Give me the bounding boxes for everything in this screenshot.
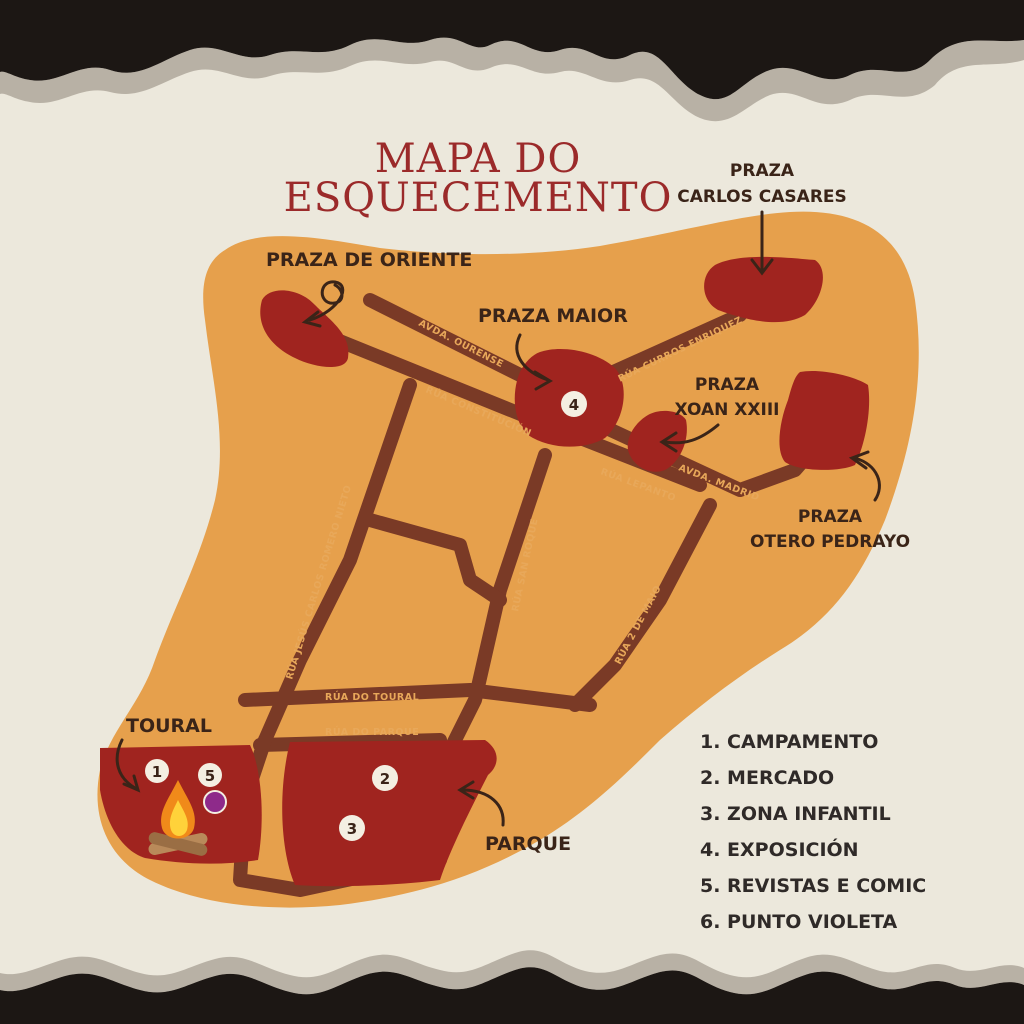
title-line-2: ESQUECEMENTO [284, 175, 673, 221]
label-parque: PARQUE [485, 833, 571, 855]
label-xoan-1: PRAZA [695, 375, 760, 395]
legend-item-3: 3. ZONA INFANTIL [700, 803, 891, 825]
arrow-toural [115, 738, 137, 790]
marker-5-circle [198, 763, 222, 787]
markers: 1 5 2 3 4 [145, 391, 587, 841]
label-carlos-casares-2: CARLOS CASARES [677, 187, 847, 207]
street-do-toural [238, 683, 597, 712]
marker-3-number: 3 [347, 820, 357, 838]
marker-3-circle [339, 815, 365, 841]
label-otero-2: OTERO PEDRAYO [750, 532, 910, 552]
title-line-1: MAPA DO [375, 136, 582, 182]
arrowhead-oriente [301, 310, 322, 328]
label-praza-maior: PRAZA MAIOR [478, 305, 628, 327]
map-title: MAPA DO ESQUECEMENTO [284, 136, 673, 221]
arrow-parque [460, 788, 505, 827]
arrowhead-toural [122, 774, 141, 793]
plaza-carlos-casares [704, 256, 823, 323]
place-labels: PRAZA DE ORIENTE PRAZA MAIOR PRAZA CARLO… [126, 161, 910, 855]
marker-4-circle [561, 391, 587, 417]
plaza-otero [779, 370, 870, 470]
arrowhead-carlos-casares [750, 258, 774, 276]
burnt-edge-top [0, 0, 1024, 100]
street-avda-ourense [363, 293, 547, 392]
legend-item-1: 1. CAMPAMENTO [700, 731, 878, 753]
label-otero-1: PRAZA [798, 507, 863, 527]
marker-5-number: 5 [205, 767, 215, 785]
street-curros [593, 308, 747, 385]
label-carlos-casares-1: PRAZA [730, 161, 795, 181]
burnt-edge-top-shadow [0, 37, 1024, 122]
arrow-oriente [308, 280, 345, 322]
street-2-maio [568, 498, 717, 712]
legend-item-4: 4. EXPOSICIÓN [700, 837, 859, 861]
arrow-otero [853, 456, 881, 502]
arrowhead-maior [533, 370, 553, 391]
marker-1-circle [145, 759, 169, 783]
street-san-roque [443, 448, 552, 757]
plaza-oriente [260, 290, 349, 368]
arrowhead-otero [848, 450, 870, 470]
marker-2-circle [372, 765, 398, 791]
legend-item-5: 5. REVISTAS E COMIC [700, 875, 926, 897]
arrowhead-parque [457, 780, 475, 800]
legend: 1. CAMPAMENTO 2. MERCADO 3. ZONA INFANTI… [700, 731, 926, 933]
marker-2-number: 2 [380, 770, 390, 788]
label-praza-oriente: PRAZA DE ORIENTE [266, 249, 472, 271]
marker-4-number: 4 [569, 396, 579, 414]
plaza-parque [282, 740, 497, 887]
marker-violet-dot [203, 790, 227, 814]
legend-item-6: 6. PUNTO VIOLETA [700, 911, 898, 933]
arrow-xoan [663, 423, 720, 445]
arrowhead-xoan [659, 431, 678, 453]
campfire-icon [148, 780, 208, 856]
legend-item-2: 2. MERCADO [700, 767, 834, 789]
marker-1-number: 1 [152, 763, 162, 781]
street-label-do-toural: RÚA DO TOURAL [325, 691, 419, 703]
label-xoan-2: XOAN XXIII [675, 400, 780, 420]
plaza-xoan [627, 410, 687, 472]
street-cross-1 [363, 513, 507, 607]
street-label-do-parque: RÚA DO PARQUE [325, 726, 419, 738]
burnt-edge-bottom [0, 967, 1024, 1024]
burnt-edge-bottom-shadow [0, 950, 1024, 995]
label-toural: TOURAL [126, 715, 212, 737]
pointer-arrows [115, 210, 881, 827]
